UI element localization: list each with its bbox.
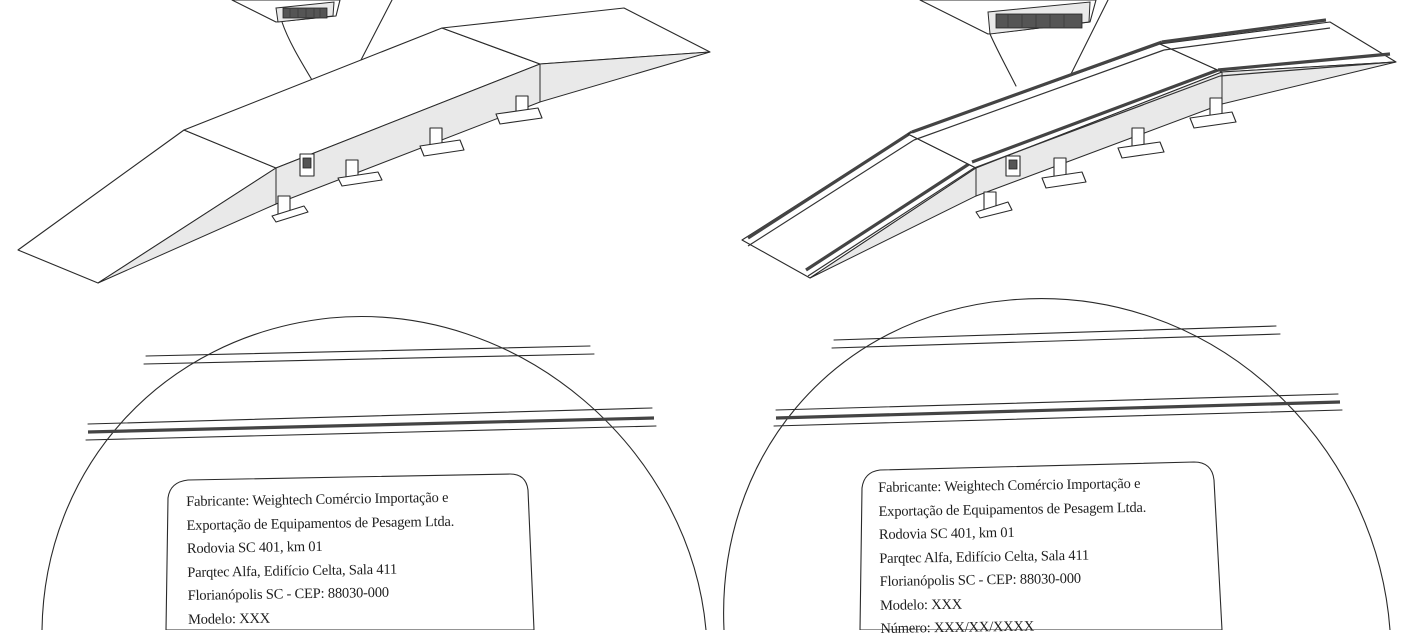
right-feet <box>975 97 1237 219</box>
right-cable <box>989 33 1017 87</box>
left-nameplate-line: Modelo: XXX <box>187 610 271 628</box>
left-weight-indicator <box>231 0 341 23</box>
left-junction-box <box>299 153 315 177</box>
left-scale-illustration <box>17 0 711 284</box>
right-magnifier-detail <box>723 298 1391 630</box>
right-nameplate-line: Fabricante: Weightech Comércio Importaçã… <box>878 475 1141 496</box>
left-feet <box>271 95 543 223</box>
right-scale-illustration <box>741 0 1397 279</box>
left-nameplate-text: Fabricante: Weightech Comércio Importaçã… <box>186 487 456 632</box>
right-ramp-right <box>1159 18 1397 105</box>
left-nameplate-line: Fabricante: Weightech Comércio Importaçã… <box>186 489 449 510</box>
right-nameplate-line: Número: XXX/XX/XXXX <box>880 618 1035 637</box>
left-nameplate <box>165 473 535 630</box>
left-nameplate-line: Exportação de Equipamentos de Pesagem Lt… <box>186 513 455 534</box>
right-nameplate-line: Exportação de Equipamentos de Pesagem Lt… <box>878 499 1147 520</box>
left-ramp-left <box>17 129 277 284</box>
left-magnifier-detail <box>41 316 707 630</box>
right-nameplate-text: Fabricante: Weightech Comércio Importaçã… <box>878 473 1148 641</box>
left-ramp-right <box>441 7 711 103</box>
right-nameplate <box>859 461 1223 630</box>
left-cable <box>281 21 313 81</box>
right-ramp-left <box>741 130 977 279</box>
right-junction-box <box>1005 155 1021 177</box>
right-weight-indicator <box>919 0 1097 35</box>
